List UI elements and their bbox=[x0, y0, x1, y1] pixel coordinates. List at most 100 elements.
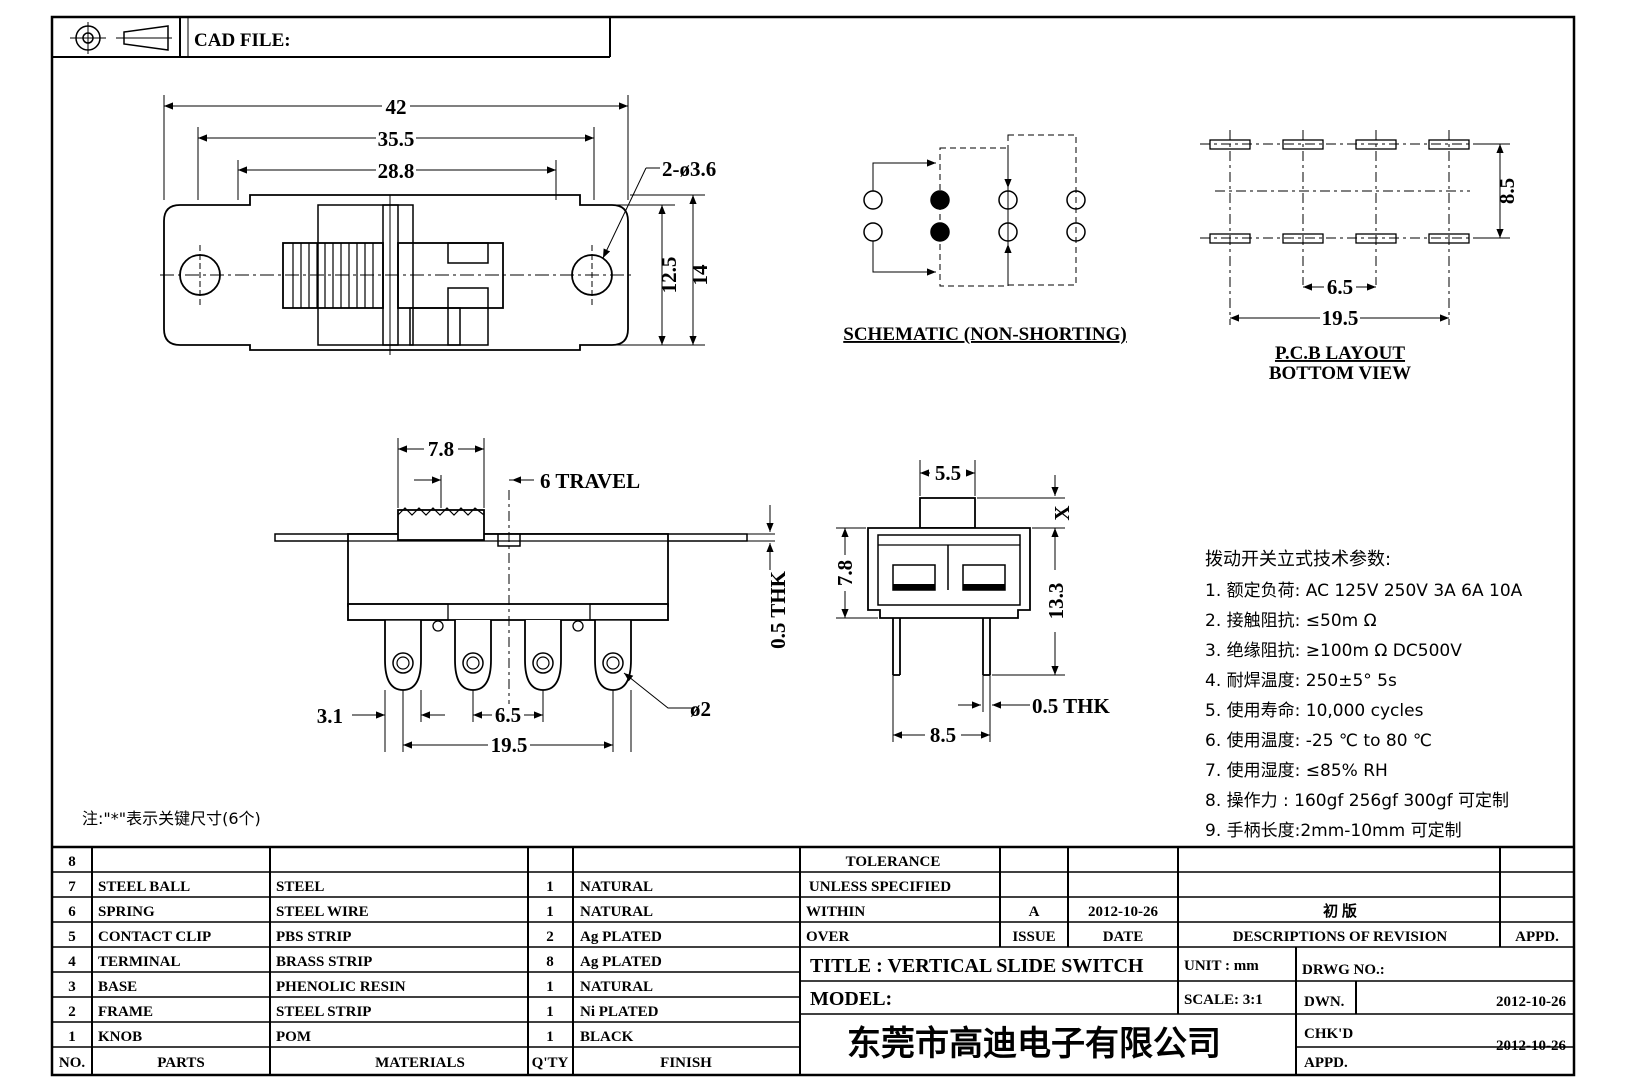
company-name: 东莞市高迪电子有限公司 bbox=[847, 1024, 1221, 1064]
within-label: WITHIN bbox=[806, 904, 865, 920]
top-view: 42 35.5 28.8 2-ø3.6 12.5 14 bbox=[160, 93, 716, 355]
over-label: OVER bbox=[806, 929, 850, 945]
bom-qty: 1 bbox=[546, 904, 554, 920]
revision-desc-label: DESCRIPTIONS OF REVISION bbox=[1233, 929, 1448, 945]
spec-item: 9. 手柄长度:2mm-10mm 可定制 bbox=[1205, 821, 1462, 841]
dim-hole: 2-ø3.6 bbox=[662, 157, 716, 181]
bom-finish: Ag PLATED bbox=[580, 929, 662, 945]
pcb-layout: 8.5 6.5 19.5 P.C.B LAYOUT BOTTOM VIEW bbox=[1200, 130, 1519, 384]
bom-material: POM bbox=[276, 1029, 311, 1045]
bom-material: STEEL STRIP bbox=[276, 1004, 371, 1020]
bom-header-finish: FINISH bbox=[660, 1055, 712, 1071]
front-travel: 6 TRAVEL bbox=[540, 469, 640, 493]
front-thk: 0.5 THK bbox=[766, 570, 790, 648]
bom-no: 7 bbox=[68, 879, 76, 895]
front-dim-7-8: 7.8 bbox=[428, 437, 454, 461]
dim-12-5: 12.5 bbox=[657, 257, 681, 294]
side-dim-13-3: 13.3 bbox=[1044, 583, 1068, 620]
date-label: DATE bbox=[1103, 929, 1144, 945]
bom-qty: 2 bbox=[546, 929, 554, 945]
checked-date: 2012-10-26 bbox=[1496, 1038, 1566, 1054]
drawn-date: 2012-10-26 bbox=[1496, 994, 1566, 1010]
dim-14: 14 bbox=[688, 264, 712, 286]
drawn-label: DWN. bbox=[1304, 994, 1345, 1010]
bom-no: 2 bbox=[68, 1004, 76, 1020]
bom-qty: 1 bbox=[546, 879, 554, 895]
bom-finish: NATURAL bbox=[580, 879, 653, 895]
bom-part: STEEL BALL bbox=[98, 879, 190, 895]
spec-item: 7. 使用湿度: ≤85% RH bbox=[1205, 760, 1388, 781]
side-thk: 0.5 THK bbox=[1032, 694, 1110, 718]
bom-header-qty: Q'TY bbox=[532, 1055, 569, 1071]
issue-value: A bbox=[1029, 904, 1040, 920]
key-dimension-note: 注:"*"表示关键尺寸(6个) bbox=[82, 809, 261, 828]
spec-item: 2. 接触阻抗: ≤50m Ω bbox=[1205, 611, 1377, 631]
front-dim-6-5: 6.5 bbox=[495, 703, 521, 727]
title-block: TOLERANCE UNLESS SPECIFIED WITHIN OVER A… bbox=[800, 847, 1574, 1075]
bom-part: KNOB bbox=[98, 1029, 142, 1045]
cad-file-label: CAD FILE: bbox=[194, 30, 291, 51]
side-view: 5.5 X 13.3 7.8 0.5 THK 8.5 bbox=[833, 460, 1110, 747]
bom-no: 1 bbox=[68, 1029, 76, 1045]
side-dim-5-5: 5.5 bbox=[935, 461, 961, 485]
pcb-title: P.C.B LAYOUT bbox=[1275, 343, 1405, 364]
spec-item: 6. 使用温度: -25 ℃ to 80 ℃ bbox=[1205, 730, 1432, 751]
bom-part: CONTACT CLIP bbox=[98, 929, 211, 945]
tolerance-label: TOLERANCE bbox=[846, 854, 941, 870]
bom-material: BRASS STRIP bbox=[276, 954, 372, 970]
spec-list: 拨动开关立式技术参数: 1. 额定负荷: AC 125V 250V 3A 6A … bbox=[1205, 549, 1523, 841]
spec-item: 8. 操作力 : 160gf 256gf 300gf 可定制 bbox=[1205, 791, 1509, 811]
bom-material: PHENOLIC RESIN bbox=[276, 979, 406, 995]
bom-qty: 1 bbox=[546, 979, 554, 995]
spec-title: 拨动开关立式技术参数: bbox=[1205, 549, 1391, 570]
dim-28-8: 28.8 bbox=[378, 159, 415, 183]
bom-part: SPRING bbox=[98, 904, 155, 920]
bom-no: 3 bbox=[68, 979, 76, 995]
bom-qty: 1 bbox=[546, 1029, 554, 1045]
sheet-border bbox=[50, 15, 1576, 1077]
unit-label: UNIT : mm bbox=[1184, 958, 1259, 974]
projection-symbol-icon bbox=[70, 22, 172, 54]
spec-item: 3. 绝缘阻抗: ≥100m Ω DC500V bbox=[1205, 641, 1462, 661]
bom-finish: Ni PLATED bbox=[580, 1004, 659, 1020]
appd-label: APPD. bbox=[1515, 929, 1559, 945]
front-dim-19-5: 19.5 bbox=[491, 733, 528, 757]
issue-label: ISSUE bbox=[1012, 929, 1055, 945]
schematic: SCHEMATIC (NON-SHORTING) bbox=[843, 134, 1127, 345]
bom-material: STEEL WIRE bbox=[276, 904, 369, 920]
pcb-dim-19-5: 19.5 bbox=[1322, 306, 1359, 330]
side-dim-7-8: 7.8 bbox=[833, 560, 857, 586]
front-dim-3-1: 3.1 bbox=[317, 704, 343, 728]
bom-finish: NATURAL bbox=[580, 904, 653, 920]
side-dim-8-5: 8.5 bbox=[930, 723, 956, 747]
front-view: 7.8 6 TRAVEL 0.5 THK 3.1 6.5 19.5 ø2 bbox=[274, 437, 790, 757]
issue-date-value: 2012-10-26 bbox=[1088, 904, 1158, 920]
bom-no: 6 bbox=[68, 904, 76, 920]
bom-header-no: NO. bbox=[59, 1055, 86, 1071]
bom-material: PBS STRIP bbox=[276, 929, 351, 945]
model-label: MODEL: bbox=[810, 988, 892, 1010]
header-block: CAD FILE: bbox=[52, 17, 611, 58]
revision-description: 初 版 bbox=[1323, 902, 1357, 920]
approved-label: APPD. bbox=[1304, 1055, 1348, 1071]
tolerance-label-2: UNLESS SPECIFIED bbox=[809, 879, 951, 895]
bom-material: STEEL bbox=[276, 879, 324, 895]
schematic-title: SCHEMATIC (NON-SHORTING) bbox=[843, 324, 1126, 345]
bom-finish: Ag PLATED bbox=[580, 954, 662, 970]
spec-item: 5. 使用寿命: 10,000 cycles bbox=[1205, 700, 1424, 721]
bom-header-parts: PARTS bbox=[157, 1055, 205, 1071]
bom-header-materials: MATERIALS bbox=[375, 1055, 465, 1071]
dim-42: 42 bbox=[386, 95, 407, 119]
side-dim-x: X bbox=[1050, 505, 1074, 520]
pcb-subtitle: BOTTOM VIEW bbox=[1269, 363, 1411, 384]
bom-table: 8 7 STEEL BALL STEEL 1 NATURAL 6 SPRING … bbox=[52, 845, 1574, 1075]
front-pin-dia: ø2 bbox=[690, 697, 711, 721]
checked-label: CHK'D bbox=[1304, 1026, 1353, 1042]
bom-no: 5 bbox=[68, 929, 76, 945]
drawing-number-label: DRWG NO.: bbox=[1302, 962, 1385, 978]
bom-part: BASE bbox=[98, 979, 137, 995]
bom-part: FRAME bbox=[98, 1004, 153, 1020]
pcb-dim-8-5: 8.5 bbox=[1495, 178, 1519, 204]
bom-finish: BLACK bbox=[580, 1029, 634, 1045]
